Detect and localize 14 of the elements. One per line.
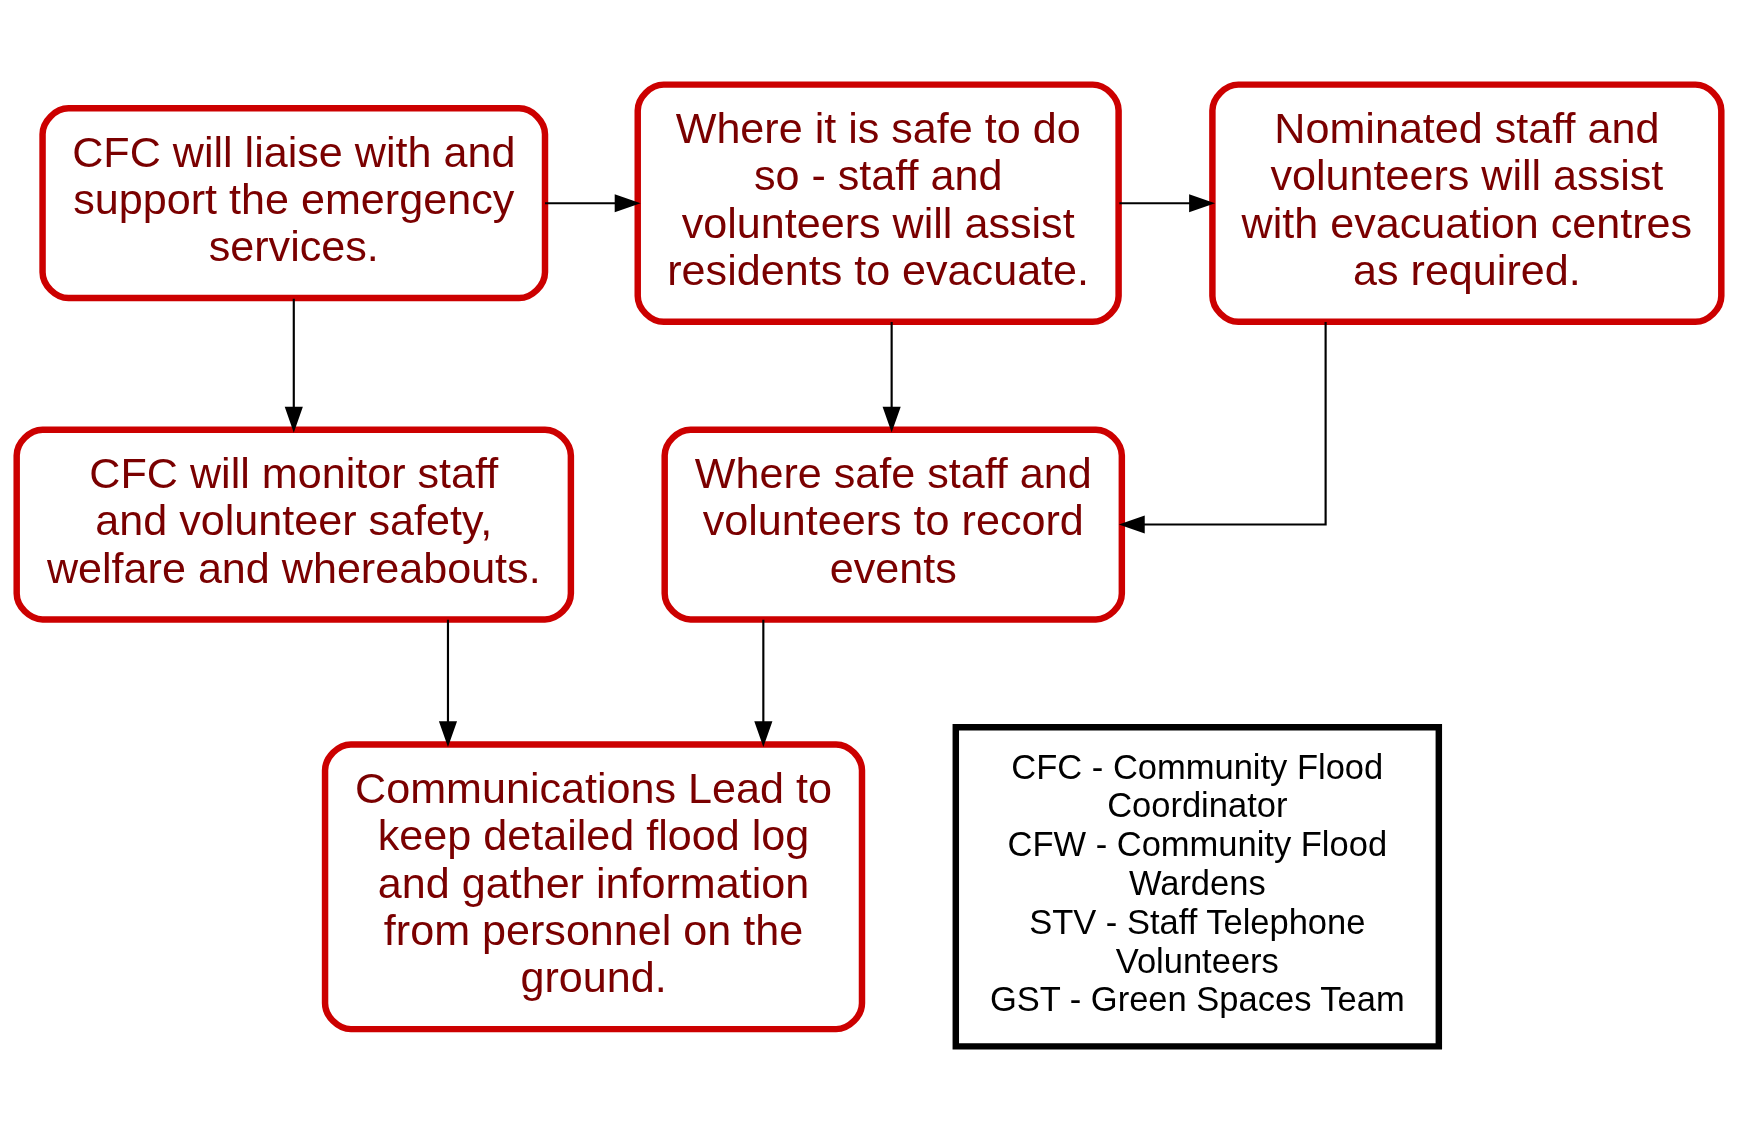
node-box: Where it is safe to do so - staff and volunteers will assist residents to evacuate.	[634, 81, 1122, 326]
node-box: CFC will liaise with and support the emergency services.	[39, 105, 549, 302]
arrow	[1118, 321, 1327, 534]
node-box: CFC will monitor staff and volunteer safety, welfare and whereabouts.	[13, 426, 575, 623]
node-box: Where safe staff and volunteers to record events	[661, 426, 1126, 623]
node-box: Communications Lead to keep detailed flood log and gather information from personnel on the ground.	[321, 741, 866, 1033]
arrow	[1119, 194, 1216, 213]
node-box: CFC - Community Flood Coordinator CFW - Community Flood Wardens STV - Staff Telephone Volunteers GST - Green Spaces Team	[952, 724, 1443, 1050]
arrow	[545, 194, 641, 213]
arrow	[882, 321, 901, 433]
arrow	[284, 298, 303, 433]
arrow	[754, 619, 773, 748]
node-box: Nominated staff and volunteers will assist with evacuation centres as required.	[1209, 81, 1725, 326]
arrow	[438, 619, 458, 748]
